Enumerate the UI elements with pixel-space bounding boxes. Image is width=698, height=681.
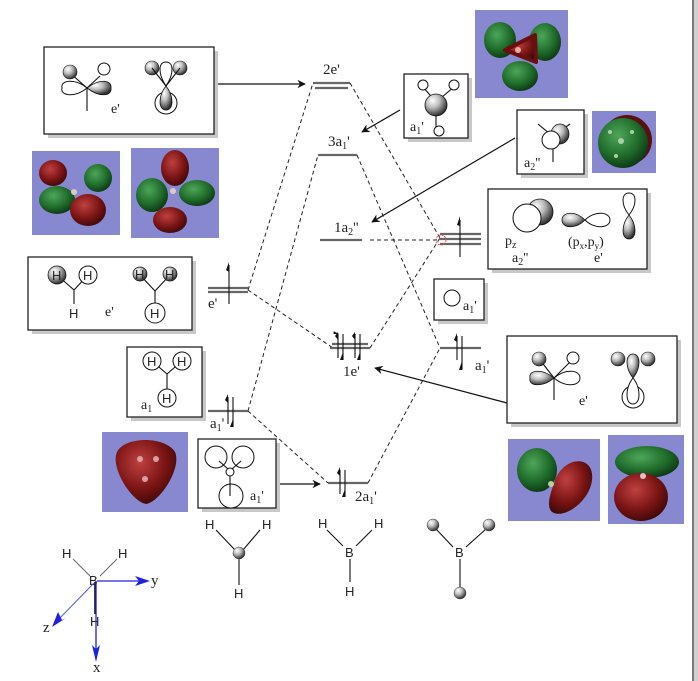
highlight-marker [435,234,447,246]
orbital-box-2e: e' [43,46,218,138]
svg-text:3a1': 3a1' [328,134,350,152]
svg-text:H: H [147,354,156,369]
isosurface-2a1 [102,432,188,512]
b-level-s: a1' [440,333,490,376]
svg-text:z: z [43,620,50,636]
mo-level-1e: 1e' [330,331,370,380]
isosurface-2e-a [32,151,120,235]
svg-text:a2'': a2'' [524,156,540,173]
svg-text:x: x [93,660,101,676]
svg-text:B: B [345,545,354,560]
orbital-box-boron-s: a1' [433,278,488,324]
svg-text:B: B [455,545,464,560]
isosurface-1e-b [608,435,684,524]
svg-text:H: H [69,306,78,321]
svg-text:a1': a1' [250,489,264,506]
svg-text:H: H [205,517,214,532]
svg-text:a1: a1 [141,398,152,415]
mo-level-3a1: 3a1' [318,134,357,157]
molecule-h3-fragment: H H H [205,517,271,601]
svg-text:H: H [345,584,354,599]
svg-text:e': e' [208,296,218,312]
svg-text:H: H [162,391,171,406]
molecule-boron-centered: B [426,518,496,600]
svg-text:y: y [151,573,159,589]
svg-text:1a2'': 1a2'' [334,220,359,238]
svg-text:a1': a1' [410,120,424,137]
svg-text:e': e' [594,251,603,266]
mo-level-2a1: 2a1' [328,467,377,507]
svg-text:H: H [374,516,383,531]
svg-text:B: B [89,573,98,588]
h3-level-a1: a1' [208,394,248,434]
orbital-box-1e: e' [506,335,681,427]
mo-level-1a2: 1a2'' [320,220,362,242]
molecule-bh3: H H B H [318,516,383,599]
svg-text:a1': a1' [210,416,225,434]
b-level-p [435,216,481,257]
orbital-box-1a2: a2'' [516,109,588,178]
frame-shadow [694,0,698,681]
svg-text:H: H [150,306,159,321]
svg-text:H: H [262,517,271,532]
isosurface-1e-a [508,439,600,521]
svg-text:H: H [135,267,144,282]
svg-text:H: H [234,586,243,601]
box-label: e' [111,102,120,117]
svg-text:e': e' [579,394,588,409]
svg-text:1e': 1e' [343,364,360,380]
isosurface-2e-b [131,148,219,238]
svg-text:a1': a1' [463,299,477,316]
correlation-lines [247,82,441,484]
coordinate-axes: H H B H y z x [43,546,159,676]
svg-text:pz: pz [505,234,517,251]
svg-text:e': e' [105,305,114,320]
z-axis-arrow [57,582,95,621]
svg-text:H: H [318,516,327,531]
svg-text:H: H [118,546,127,561]
orbital-box-boron-p: pz a2'' (px,py) e' [487,188,651,273]
svg-text:2a1': 2a1' [355,489,377,507]
mo-level-2e: 2e' [313,62,350,90]
svg-text:H: H [83,268,92,283]
orbital-box-h3-e: H H H e' H H H [27,256,196,334]
svg-text:a2'': a2'' [512,251,528,268]
orbital-box-h3-a1: H H H a1 [126,346,206,421]
pointer-arrows [214,79,516,489]
orbital-box-3a1: a1' [403,73,472,142]
isosurface-3a1 [475,10,568,98]
svg-text:(px,py): (px,py) [568,235,604,251]
svg-text:H: H [177,354,186,369]
svg-text:H: H [62,546,71,561]
isosurface-1a2 [592,111,656,173]
svg-text:H: H [165,267,174,282]
svg-text:a1': a1' [475,358,490,376]
h3-level-e: e' [208,262,248,312]
svg-text:H: H [52,268,61,283]
orbital-box-2a1: a1' [197,438,280,512]
svg-text:2e': 2e' [323,62,340,78]
svg-text:H: H [90,614,99,629]
